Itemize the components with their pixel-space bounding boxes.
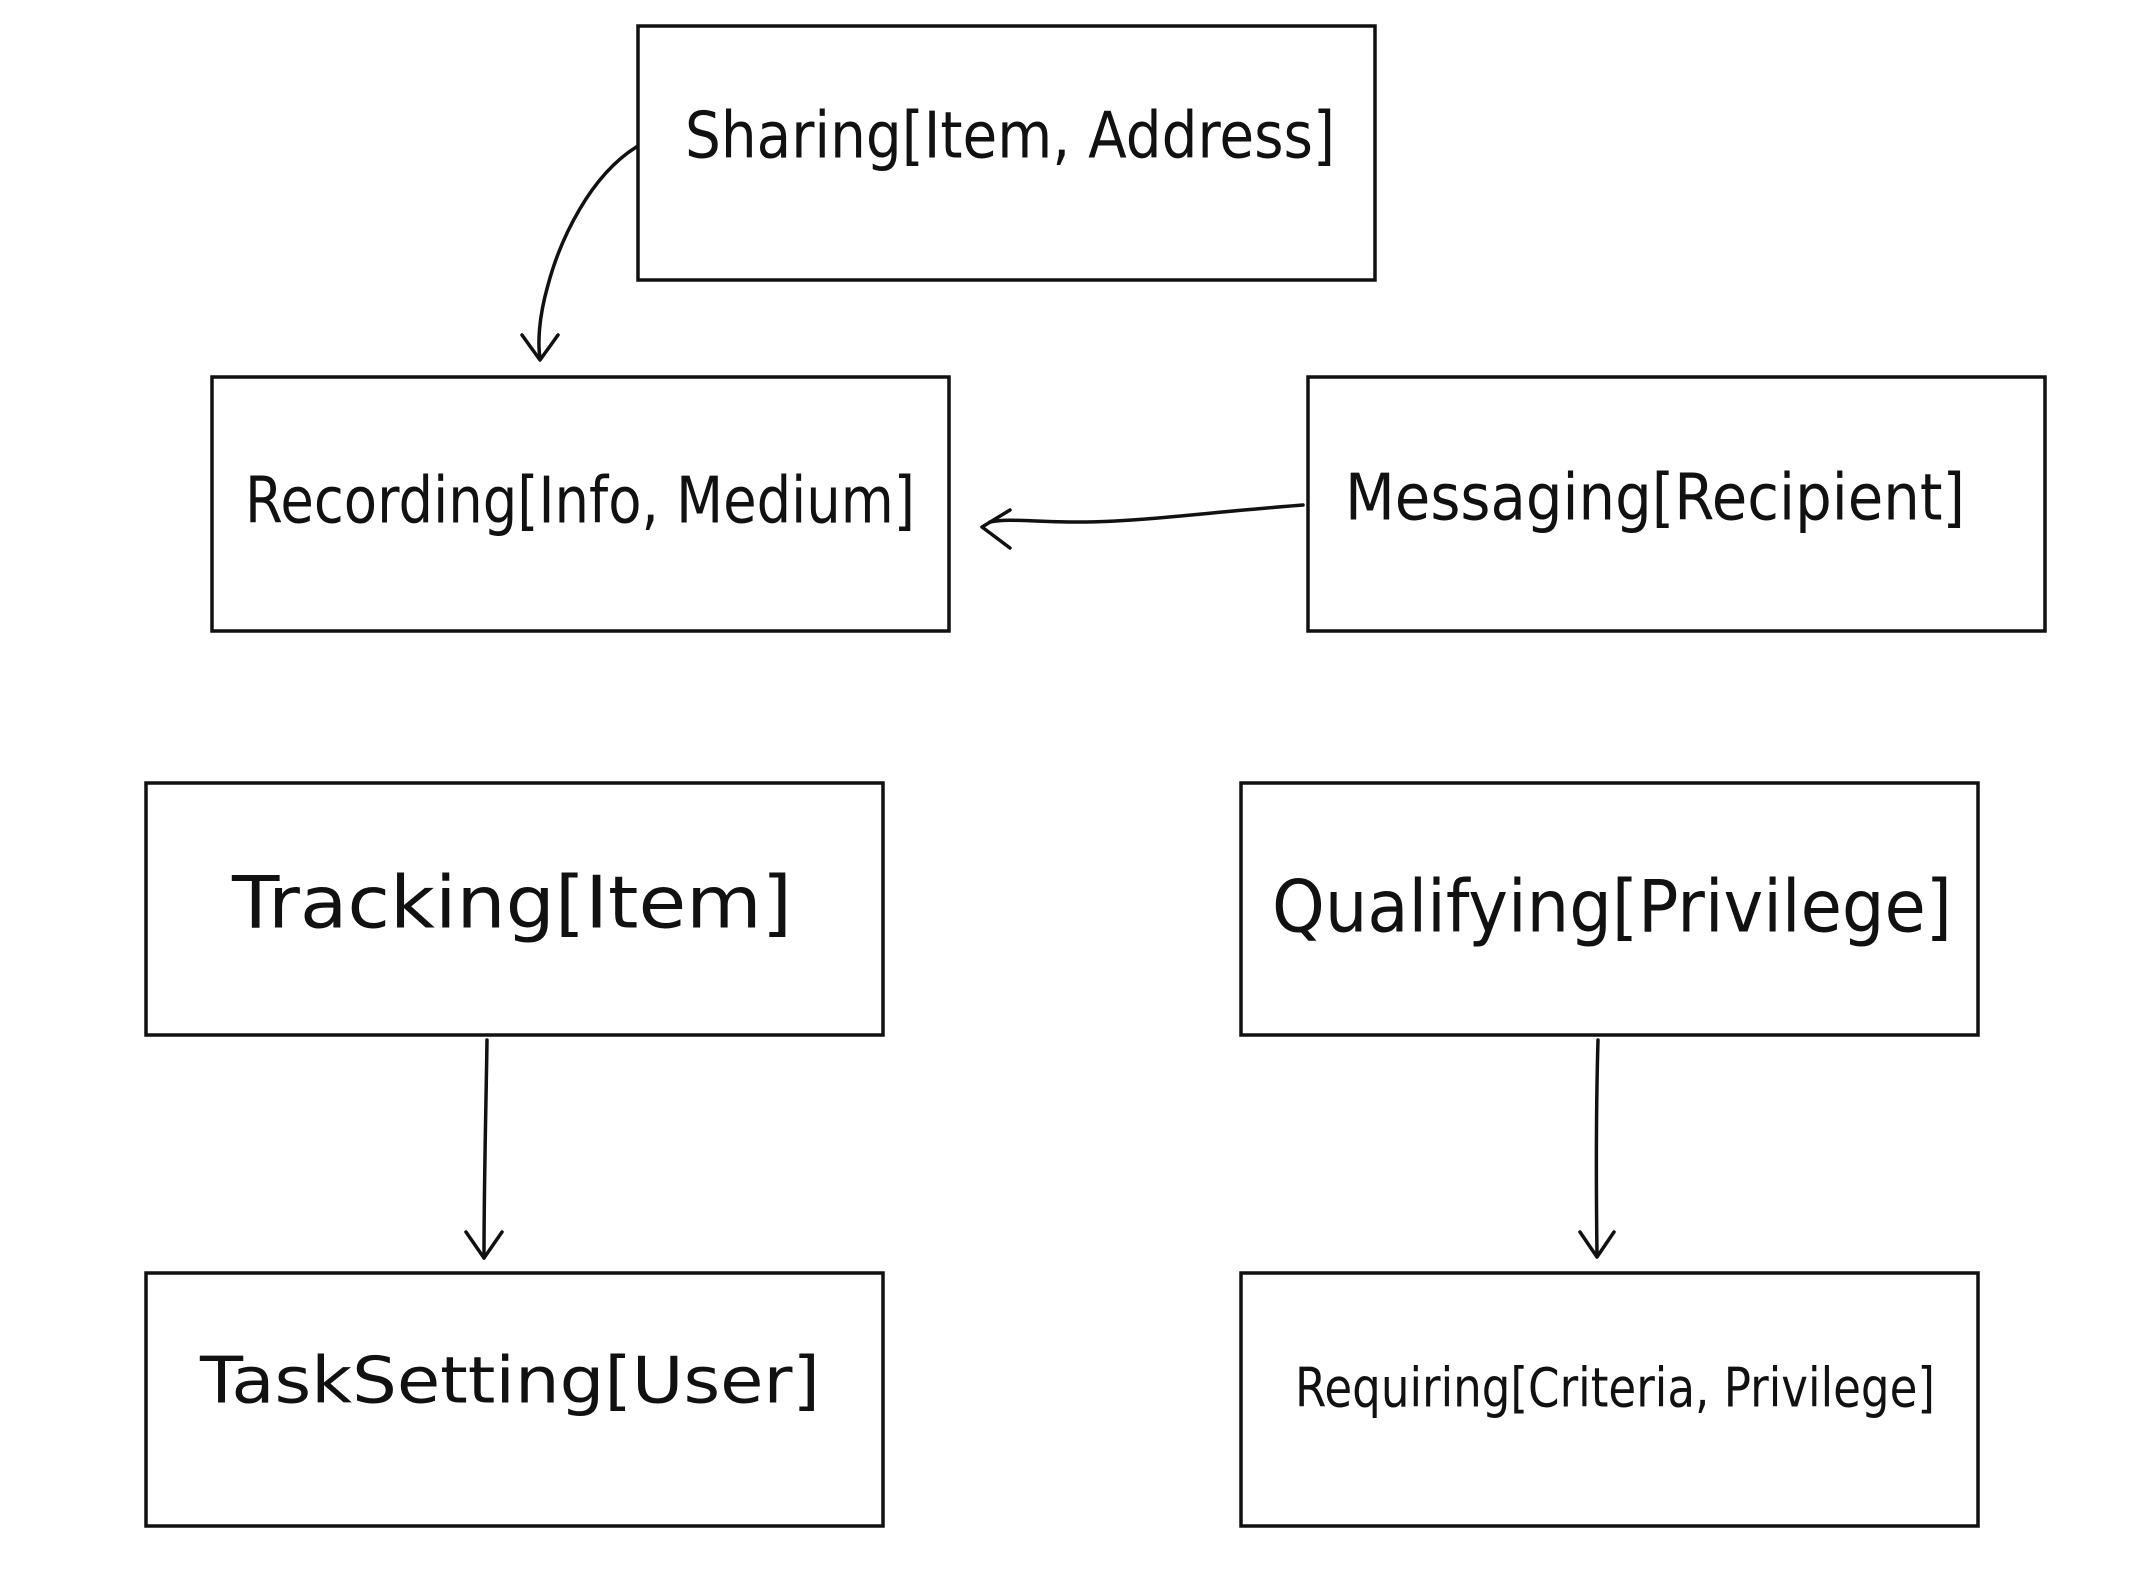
edge-line (537, 144, 640, 360)
node-requiring: Requiring[Criteria, Privilege] (1239, 1271, 1980, 1528)
node-box (210, 375, 951, 633)
arrowhead-icon (464, 1230, 504, 1260)
node-tracking: Tracking[Item] (144, 781, 885, 1037)
edge-messaging-to-recording (980, 503, 1305, 550)
node-box (1306, 375, 2047, 633)
arrowhead-icon (520, 333, 560, 362)
node-label: Qualifying[Privilege] (1272, 865, 1952, 949)
node-box (1239, 781, 1980, 1037)
node-box (636, 24, 1377, 282)
node-label: TaskSetting[User] (199, 1345, 820, 1419)
node-sharing: Sharing[Item, Address] (636, 24, 1377, 282)
node-label: Messaging[Recipient] (1345, 462, 1965, 536)
edge-sharing-to-recording (520, 144, 640, 362)
node-messaging: Messaging[Recipient] (1306, 375, 2047, 633)
node-box (1239, 1271, 1980, 1528)
node-recording: Recording[Info, Medium] (210, 375, 951, 633)
node-box (144, 781, 885, 1037)
edge-qualifying-to-requiring (1578, 1038, 1616, 1259)
edge-line (1594, 1038, 1600, 1257)
node-box (144, 1271, 885, 1528)
nodes-layer: Sharing[Item, Address] Recording[Info, M… (144, 24, 2047, 1528)
arrowhead-icon (980, 508, 1012, 550)
node-label: Requiring[Criteria, Privilege] (1295, 1357, 1935, 1420)
edge-line (988, 503, 1305, 524)
edges-layer (464, 144, 1616, 1260)
node-label: Sharing[Item, Address] (685, 100, 1335, 174)
node-label: Tracking[Item] (231, 861, 792, 945)
node-label: Recording[Info, Medium] (245, 465, 915, 539)
edge-line (482, 1038, 489, 1260)
node-tasksetting: TaskSetting[User] (144, 1271, 885, 1528)
edge-tracking-to-tasksetting (464, 1038, 504, 1260)
arrowhead-icon (1578, 1230, 1616, 1259)
node-qualifying: Qualifying[Privilege] (1239, 781, 1980, 1037)
